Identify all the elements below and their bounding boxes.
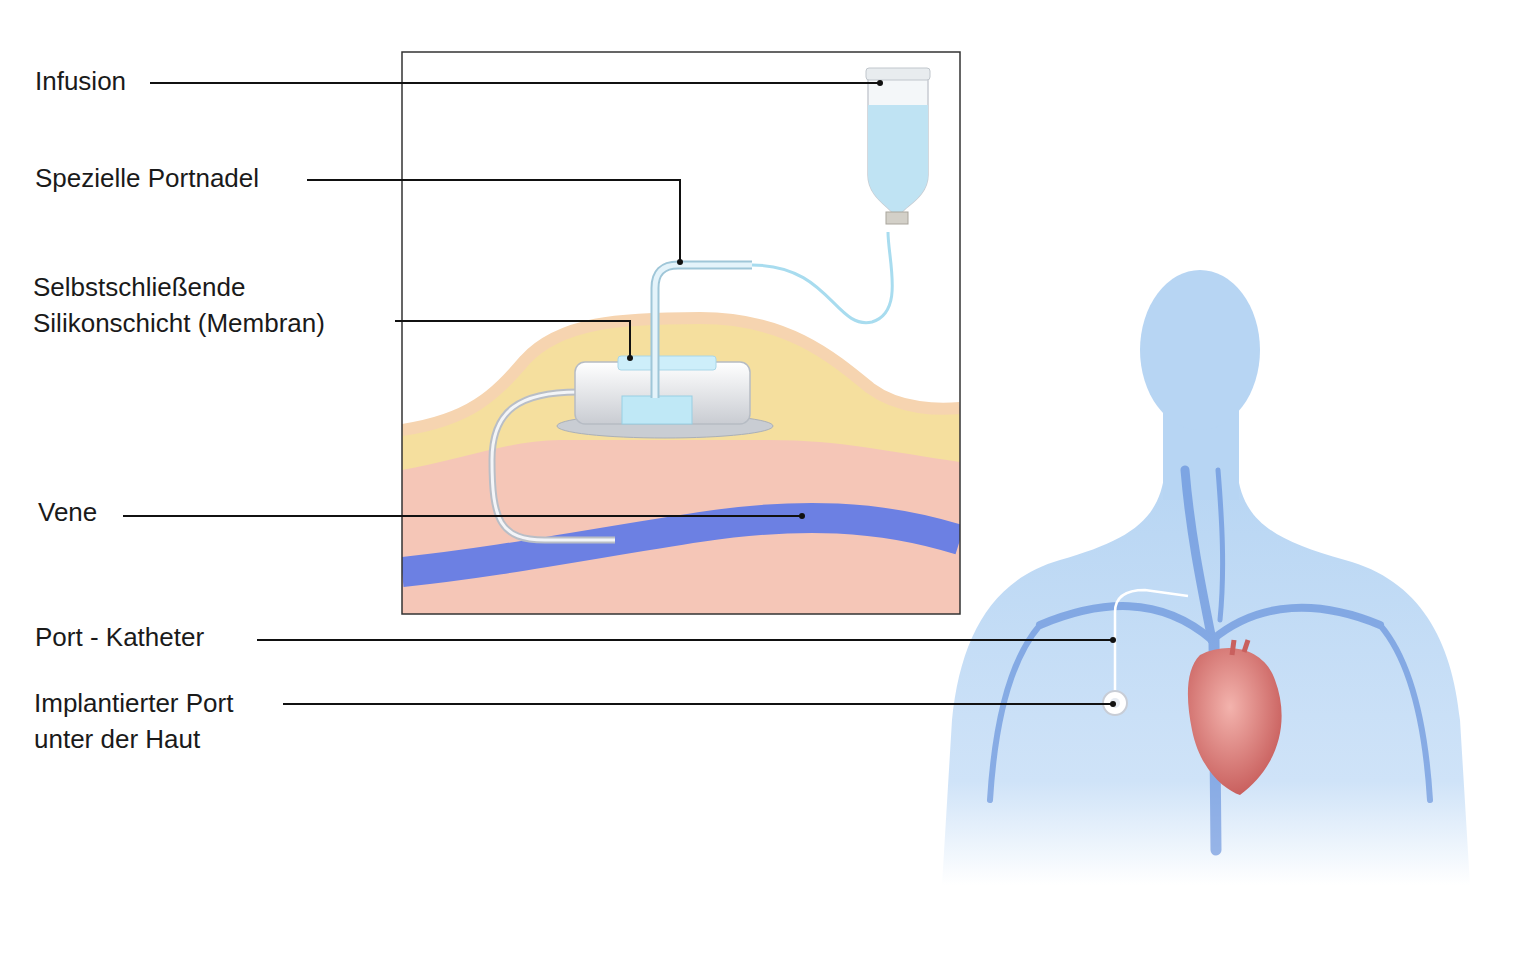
membrane [618,356,716,370]
vein [402,518,960,572]
leader-dots [627,80,1116,707]
inset-frame [402,52,960,614]
part-label: Infusion [35,63,335,99]
infusion-tube [752,232,892,323]
leader-line [307,180,680,262]
leader-line [123,515,802,517]
leader-line [395,321,630,358]
leader-line [257,639,1113,641]
inset-illustration [402,52,960,614]
part-label: Implantierter Port unter der Haut [34,685,284,757]
port-needle [655,265,752,398]
part-label: Port - Katheter [35,619,295,655]
port-catheter [1115,590,1188,692]
heart [1188,648,1282,795]
part-label: Vene [38,494,238,530]
port-body [575,362,750,424]
leader-lines [123,83,1113,704]
leader-line [150,82,880,84]
leader-line [283,703,1113,705]
part-label: Spezielle Portnadel [35,160,355,196]
part-label: Selbstschließende Silikonschicht (Membra… [33,269,393,341]
body-figure [942,270,1470,885]
infusion-bag [866,68,930,224]
